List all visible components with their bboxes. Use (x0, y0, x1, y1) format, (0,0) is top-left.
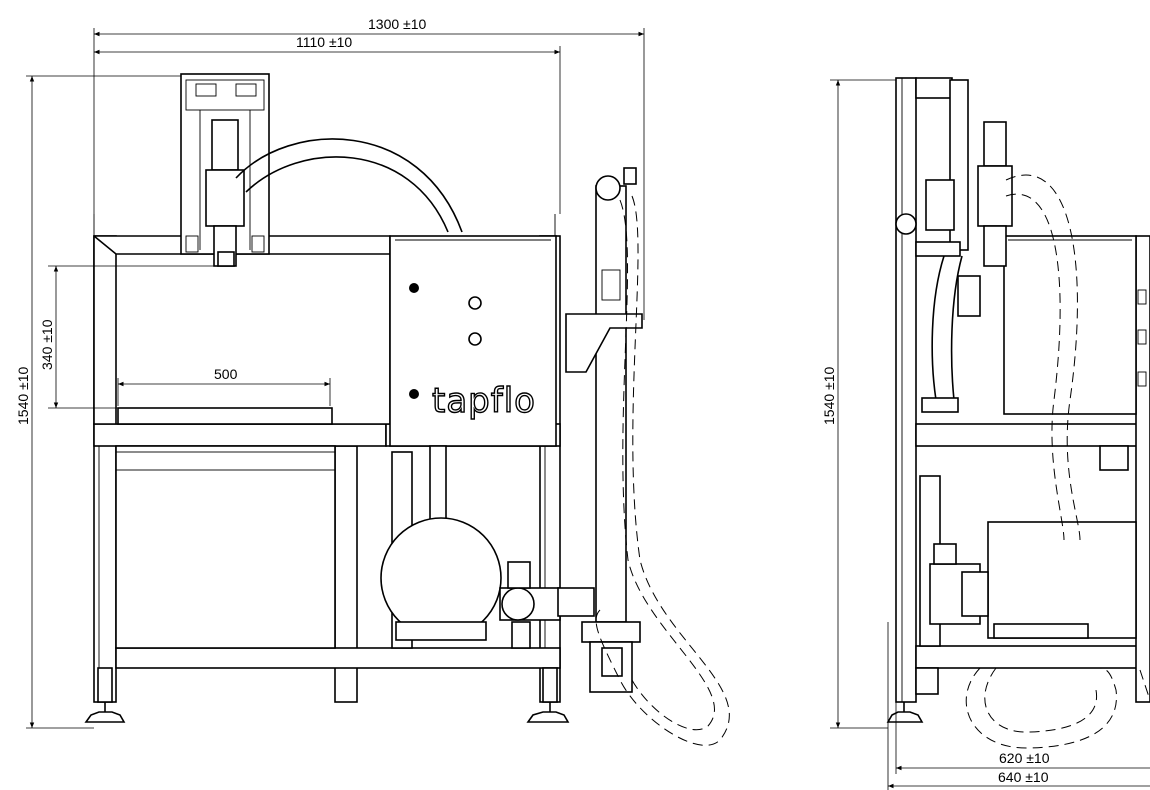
tapflo-logo: tapflo (432, 381, 536, 421)
front-suction-lance (565, 167, 643, 693)
dim-height-label: 1540 ±10 (15, 366, 31, 425)
front-main-hose (235, 138, 463, 233)
front-control-box: tapflo (389, 235, 557, 447)
button-icon (468, 332, 482, 346)
side-dimensions: 1540 ±10 620 ±10 640 ±10 (821, 79, 1150, 790)
front-dashed-hose (595, 195, 730, 746)
front-pump-motor (380, 445, 595, 649)
button-icon (468, 296, 482, 310)
side-dim-height-label: 1540 ±10 (821, 366, 837, 425)
front-valve-assembly (180, 73, 270, 267)
dim-width-outer-label: 1300 ±10 (368, 16, 427, 32)
indicator-lamp-icon (409, 283, 419, 293)
indicator-lamp-icon (409, 389, 419, 399)
dim-width-inner-label: 1110 ±10 (296, 34, 352, 50)
dim-tank-width-label: 500 (214, 366, 238, 382)
side-pump-motor (919, 475, 1137, 647)
front-view: tapflo (15, 16, 730, 746)
front-tank (93, 214, 556, 649)
side-dim-depth-inner-label: 620 ±10 (999, 750, 1050, 766)
side-tank (1003, 235, 1147, 415)
side-dim-depth-outer-label: 640 ±10 (998, 769, 1049, 785)
dim-height-tank-label: 340 ±10 (39, 319, 55, 370)
side-valve-assembly (915, 79, 1013, 413)
side-frame (886, 77, 1150, 723)
side-dashed-hose (965, 174, 1150, 749)
side-view: 1540 ±10 620 ±10 640 ±10 (821, 77, 1150, 790)
front-dimensions: 1300 ±10 1110 ±10 1540 ±10 340 ±10 500 (15, 16, 645, 729)
